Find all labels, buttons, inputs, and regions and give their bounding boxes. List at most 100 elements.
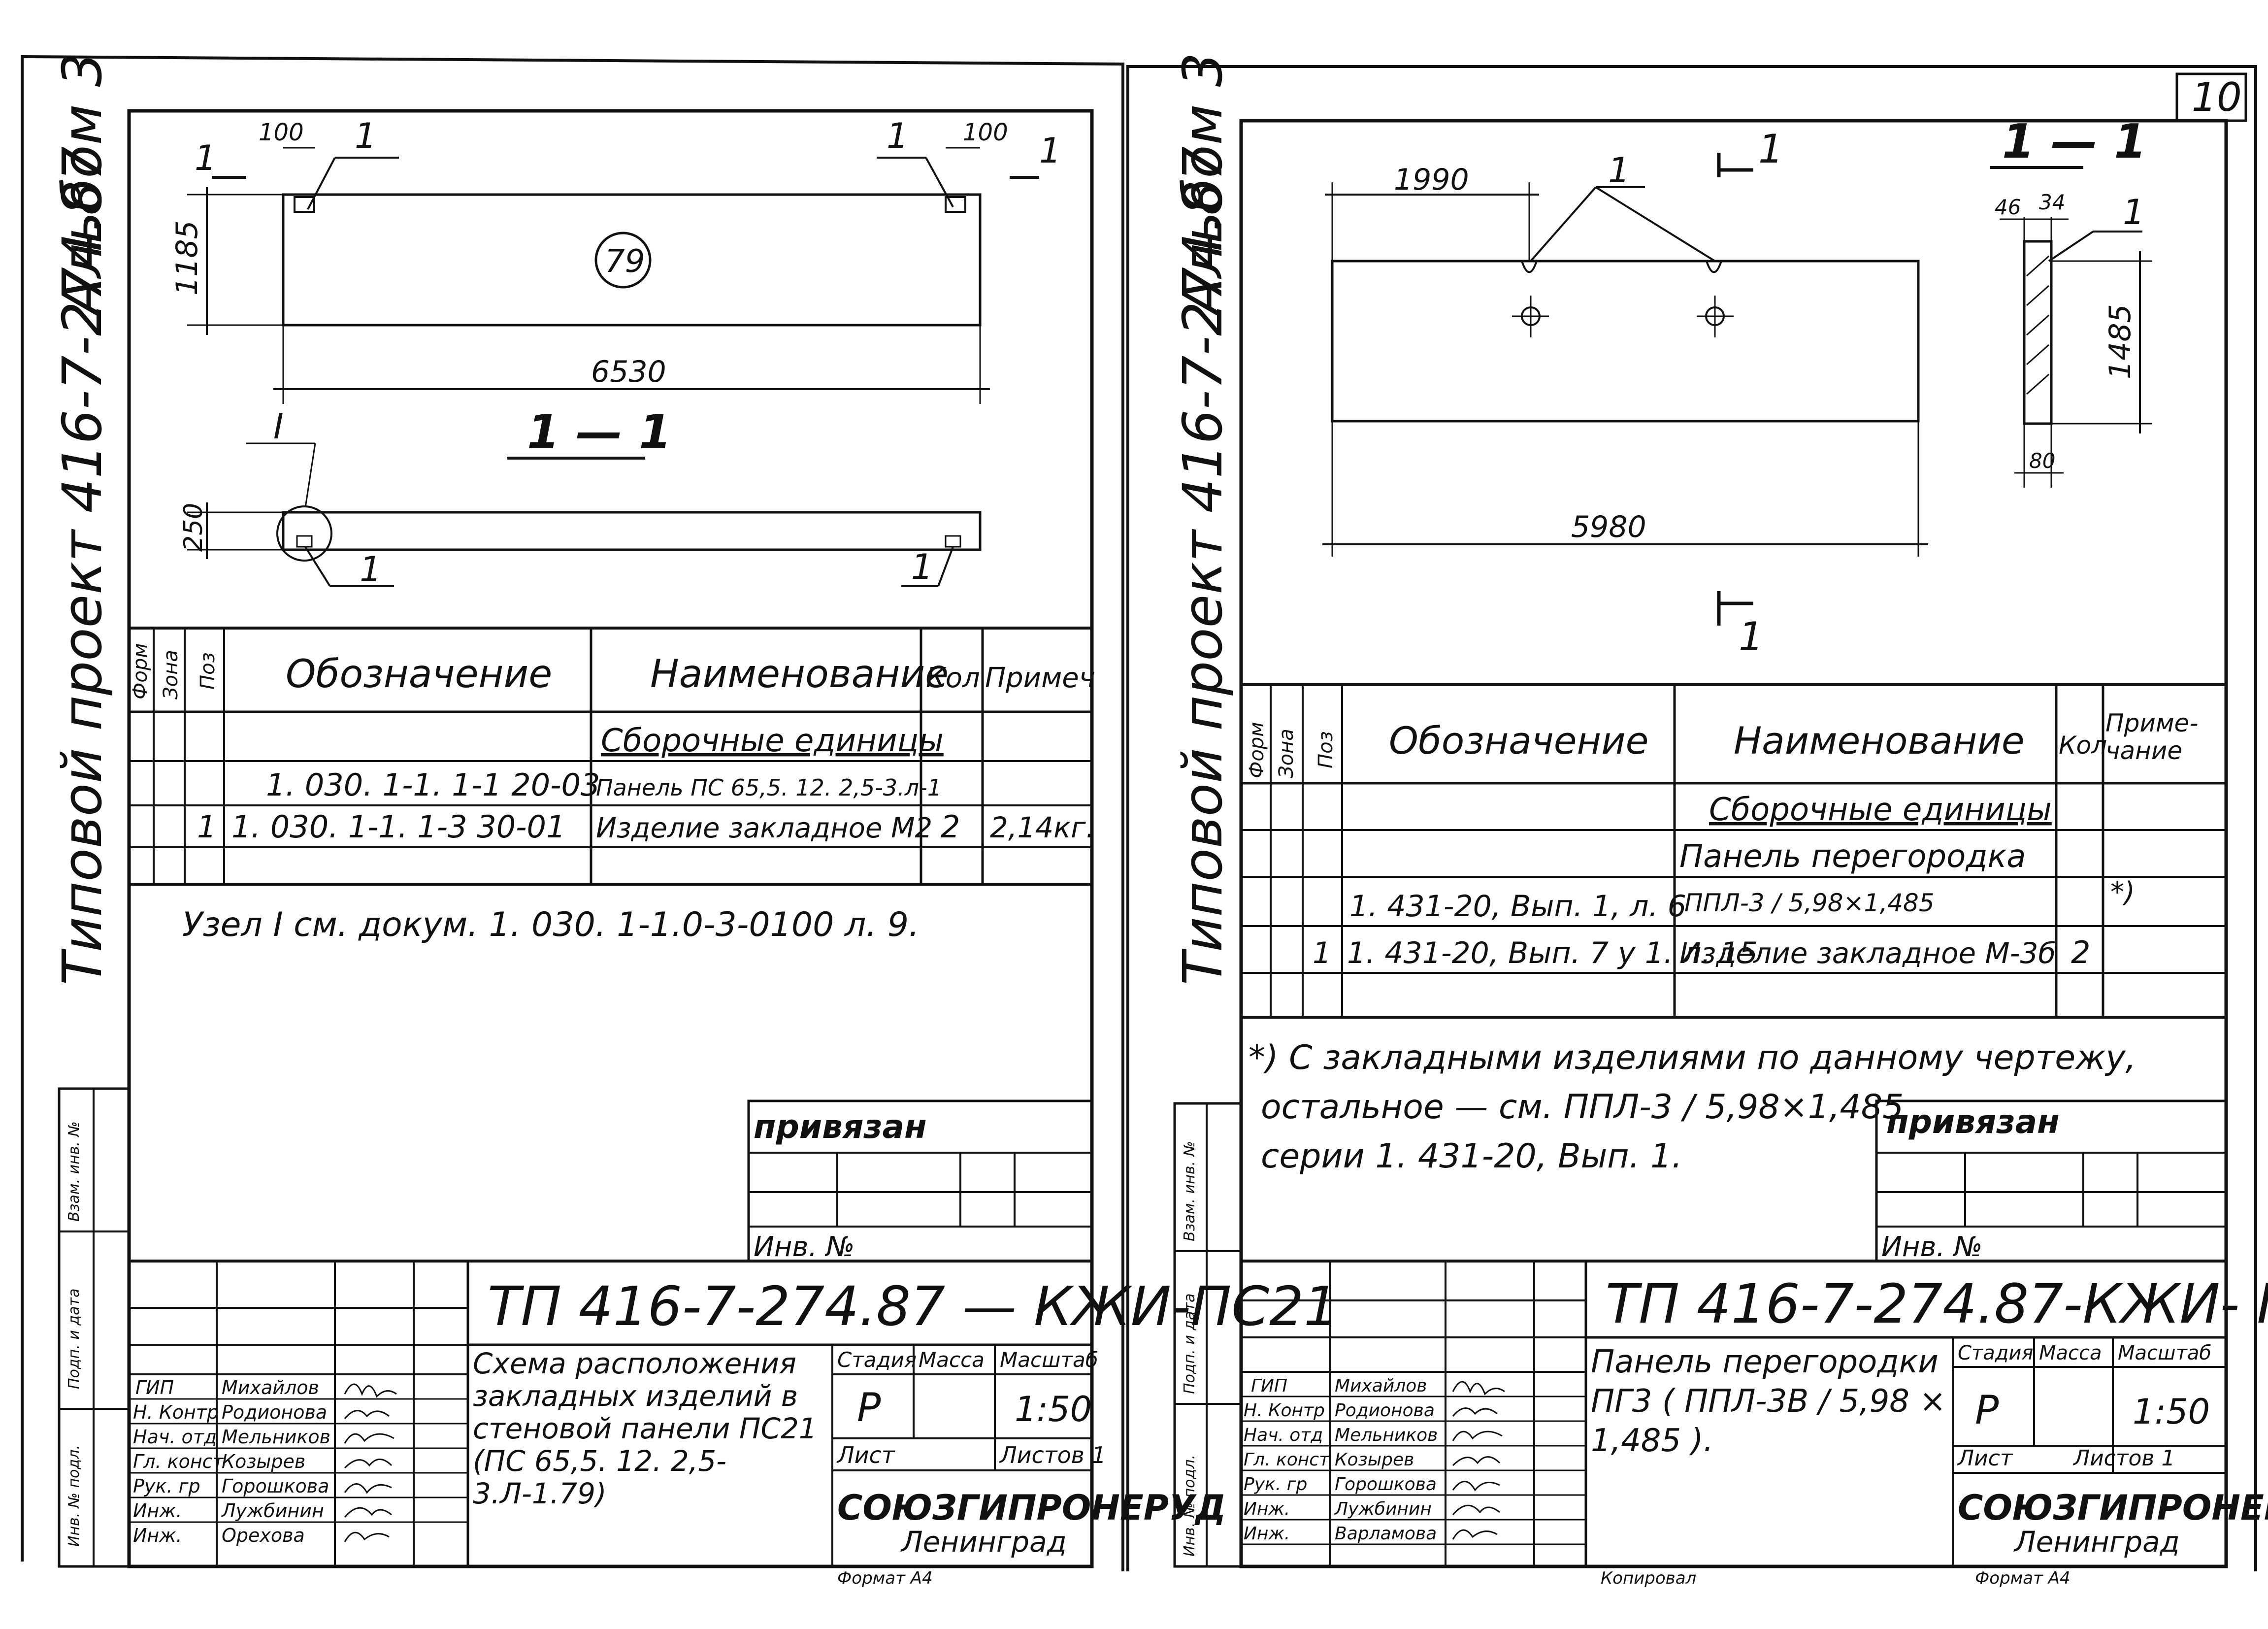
left-node-note: Узел I см. докум. 1. 030. 1-1.0-3-0100 л…	[182, 905, 920, 944]
left-section-view: 1 — 1 250 I 1 1	[179, 405, 982, 590]
left-staff-role: Н. Контр	[133, 1401, 219, 1423]
left-signatures	[344, 1383, 397, 1542]
left-row2-qty: 2	[941, 809, 960, 845]
embed-notch-left	[1521, 261, 1538, 273]
right-footnote-line: серии 1. 431-20, Вып. 1.	[1261, 1137, 1682, 1176]
partition-section-outline	[2023, 240, 2053, 425]
section-pos-left: 1	[360, 549, 382, 590]
right-stage-label: Стадия	[1958, 1342, 2033, 1364]
left-row1-designation: 1. 030. 1-1. 1-1 20-03	[266, 767, 600, 803]
plan-dim-height: 1185	[170, 220, 204, 296]
section-pos: 1	[2123, 192, 2145, 233]
left-outer-frame	[21, 55, 1124, 1571]
right-th-pos: Поз	[1315, 731, 1337, 768]
right-privyazan-box: привязан Инв. №	[1875, 1099, 2228, 1263]
right-th-qty: Кол	[2059, 731, 2107, 760]
section-dim-34: 34	[2039, 190, 2065, 214]
left-sheet: Типовой проект 416-7-274.87 Альбом 3 Инв…	[21, 53, 1338, 1588]
left-staff-name: Орехова	[222, 1525, 305, 1546]
plan-section-left: 1	[195, 138, 217, 178]
right-row1-name: Панель перегородка	[1679, 838, 2026, 875]
left-org: СОЮЗГИПРОНЕРУД	[837, 1488, 1226, 1528]
right-staff-name: Козырев	[1335, 1450, 1414, 1470]
left-th-name: Наименование	[650, 652, 949, 697]
right-title-text-box: Панель перегородки ПГ3 ( ППЛ-3В / 5,98 ×…	[1591, 1344, 1946, 1459]
left-scale-label: Масштаб	[1000, 1348, 1098, 1372]
right-th-note: Приме-чание	[2105, 709, 2199, 765]
right-row2-designation: 1. 431-20, Вып. 1, л. 6	[1349, 889, 1686, 924]
right-stamp-sign: Подп. и дата	[1181, 1294, 1198, 1394]
left-th-note: Примеч	[985, 662, 1095, 694]
right-inner-frame	[1239, 119, 2228, 1568]
left-stage: Р	[857, 1385, 881, 1430]
left-row2-note: 2,14кг.	[990, 811, 1095, 844]
right-group-label: Сборочные единицы	[1709, 792, 2052, 828]
left-staff-role: Инж.	[133, 1500, 182, 1522]
right-sheet: 10 Типовой проект 416-7-274.87 Альбом 3 …	[1126, 53, 2268, 1588]
right-city: Ленинград	[2013, 1525, 2180, 1559]
left-stamp-sign: Подп. и дата	[66, 1289, 83, 1389]
left-th-designation: Обозначение	[286, 652, 552, 697]
right-row2-name: ППЛ-3 / 5,98×1,485	[1684, 889, 1935, 917]
left-staff-name: Горошкова	[222, 1475, 329, 1497]
plan-dim-length: 6530	[591, 355, 666, 389]
left-privyazan: привязан	[754, 1108, 927, 1146]
left-staff-name: Лужбинин	[221, 1500, 324, 1522]
left-privyazan-box: привязан Инв. №	[747, 1099, 1093, 1263]
right-project-label: Типовой проект 416-7-274.87	[1171, 146, 1234, 985]
left-side-stamp: Инв. № подл. Подп. и дата Взам. инв. №	[58, 1087, 131, 1568]
left-staff-name: Михайлов	[222, 1377, 319, 1398]
right-staff-role: Н. Контр	[1244, 1400, 1325, 1421]
left-th-pos: Поз	[197, 652, 219, 690]
left-staff-role: Гл. конст	[133, 1451, 225, 1472]
right-scale-label: Масштаб	[2118, 1342, 2211, 1364]
right-stamp-replace: Взам. инв. №	[1181, 1141, 1198, 1241]
section-dim-46: 46	[1995, 195, 2021, 219]
left-sheet-label: Лист	[836, 1442, 895, 1468]
right-staff-name: Родионова	[1335, 1400, 1435, 1421]
right-stage: Р	[1975, 1387, 1999, 1433]
right-staff-role: ГИП	[1251, 1376, 1287, 1396]
left-title-block: ТП 416-7-274.87 — КЖИ-ПС21 Схема располо…	[129, 1260, 1338, 1566]
left-stamp-replace: Взам. инв. №	[66, 1121, 83, 1222]
right-row3-qty: 2	[2071, 934, 2090, 970]
panel-plan-outline	[282, 193, 982, 327]
left-th-zone: Зона	[160, 650, 182, 699]
left-stage-label: Стадия	[837, 1348, 917, 1372]
left-stamp-inv: Инв. № подл.	[66, 1445, 83, 1547]
panel-mark-circle	[594, 232, 652, 289]
left-title-text-box: Схема расположения закладных изделий в с…	[473, 1347, 817, 1510]
plan-dim-100-left: 100	[259, 119, 304, 146]
embed-left	[294, 196, 315, 213]
left-staff-role: ГИП	[135, 1377, 174, 1398]
left-group-label: Сборочные единицы	[601, 723, 944, 759]
right-staff-role: Рук. гр	[1244, 1474, 1307, 1495]
left-staff-list: ГИП Михайлов Н. Контр Родионова Нач. отд…	[133, 1377, 330, 1546]
right-privyazan: привязан	[1886, 1103, 2060, 1141]
right-spec-table: Форм Зона Поз Обозначение Наименование К…	[1241, 683, 2226, 1019]
right-outer-frame	[1126, 65, 2257, 1571]
right-title-block: ТП 416-7-274.87-КЖИ- ПГ3 Панель перегоро…	[1241, 1260, 2268, 1566]
table-row: 1. 030. 1-1. 1-1 20-03 Панель ПС 65,5. 1…	[266, 767, 942, 803]
right-th-note-box: Приме-чание	[2105, 709, 2199, 765]
node-circle	[276, 505, 332, 562]
elev-section-top: 1	[1758, 126, 1783, 172]
plan-section-right: 1	[1039, 131, 1061, 171]
left-staff-name: Мельников	[222, 1426, 330, 1448]
right-staff-role: Гл. конст	[1244, 1450, 1330, 1470]
right-row3-name: Изделие закладное М-3б	[1679, 936, 2056, 970]
embed-notch-right	[1706, 261, 1722, 273]
left-row2-name: Изделие закладное М2	[596, 812, 932, 844]
left-format: Формат А4	[837, 1568, 933, 1588]
right-th-zone: Зона	[1275, 729, 1298, 778]
right-title-text: Панель перегородки ПГ3 ( ППЛ-3В / 5,98 ×…	[1591, 1344, 1946, 1459]
right-staff-role: Нач. отд	[1244, 1425, 1323, 1445]
left-staff-name: Родионова	[222, 1401, 327, 1423]
right-th-designation: Обозначение	[1389, 719, 1648, 763]
left-staff-role: Рук. гр	[133, 1475, 200, 1497]
left-city: Ленинград	[900, 1525, 1067, 1559]
sheet-number: 10	[2192, 74, 2242, 120]
left-inv-no: Инв. №	[754, 1231, 855, 1263]
right-footnote-line: остальное — см. ППЛ-3 / 5,98×1,485	[1261, 1088, 1904, 1127]
right-mass-label: Масса	[2039, 1342, 2102, 1364]
